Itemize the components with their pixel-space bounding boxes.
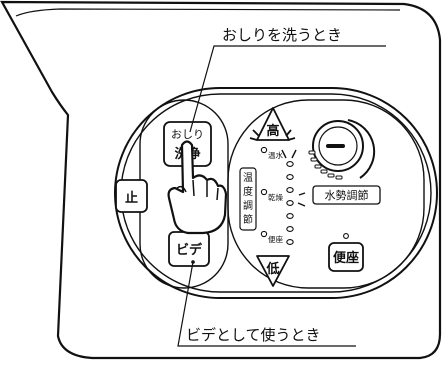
water-pressure-dial[interactable] (312, 120, 364, 172)
svg-text:調: 調 (243, 199, 253, 212)
bidet-button[interactable]: ビデ (168, 231, 210, 267)
dial-outer-arc (347, 119, 376, 179)
callout-bidet-text: ビデとして使うとき (186, 326, 321, 344)
temperature-adjust-label: 温 度 調 節 (239, 167, 257, 231)
water-pressure-label: 水勢調節 (312, 185, 381, 205)
high-label: 高 (266, 123, 279, 139)
press-marks-up (249, 129, 296, 141)
water-pressure-level-indicators (308, 150, 343, 180)
temperature-up-button[interactable]: 高 (256, 107, 290, 141)
low-label: 低 (265, 261, 279, 277)
housing-top-edge (15, 8, 401, 17)
pointing-hand-icon (167, 140, 228, 235)
callout-bottom-dot (191, 260, 195, 264)
seat-button[interactable]: 便座 (328, 242, 364, 272)
svg-text:度: 度 (243, 185, 253, 198)
right-adjust-panel (227, 99, 425, 289)
svg-text:温: 温 (243, 172, 253, 184)
scale-label-warm-water: 温水 (268, 150, 283, 160)
bidet-label: ビデ (176, 242, 203, 258)
indicator-blink-marks (281, 149, 306, 207)
svg-text:節: 節 (243, 213, 253, 226)
scale-label-dryer: 乾燥 (268, 192, 283, 202)
rear-wash-label-line1: おしり (171, 128, 204, 141)
scale-label-seat: 便座 (268, 234, 283, 244)
seat-label: 便座 (333, 250, 359, 266)
callout-rear-wash-text: おしりを洗うとき (222, 26, 342, 44)
callout-line-top (189, 45, 386, 133)
seat-indicator-light (343, 233, 349, 239)
temperature-level-indicators (260, 146, 294, 245)
stop-label: 止 (125, 190, 138, 206)
temperature-down-button[interactable]: 低 (256, 255, 290, 287)
callout-line-bottom (177, 261, 356, 347)
svg-text:水勢調節: 水勢調節 (325, 188, 369, 202)
stop-button[interactable]: 止 (115, 179, 148, 213)
